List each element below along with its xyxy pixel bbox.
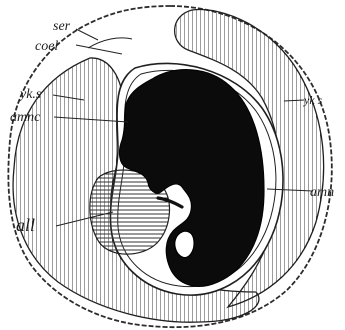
leader-coel [76,45,122,54]
tail-loop [175,231,194,258]
label-amn: amn [310,185,334,200]
label-amnc: amnc [10,110,41,125]
label-coel: coel [35,39,58,54]
label-yks-left: yk.s [18,87,42,102]
label-all: all [16,215,35,235]
coelom-line [88,38,132,48]
label-yks-right: yk s [303,93,323,107]
leader-ser [76,29,98,40]
label-ser: ser [53,19,71,34]
